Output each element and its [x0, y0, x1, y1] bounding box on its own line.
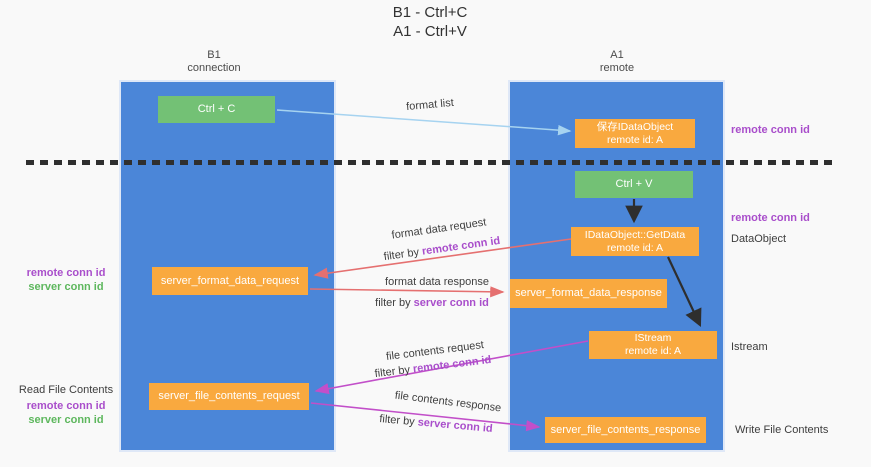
file-contents-response-label: file contents response	[394, 389, 502, 415]
diagram-title: B1 - Ctrl+C A1 - Ctrl+V	[300, 3, 560, 41]
node-server-file-contents-response: server_file_contents_response	[545, 417, 706, 443]
right-istream-label: Istream	[731, 341, 768, 353]
right-dataobject-label: DataObject	[731, 233, 787, 245]
node-istream-line2: remote id: A	[624, 345, 682, 357]
filter-by-text: filter by	[378, 413, 419, 429]
file-contents-response-filter-label: filter by server conn id	[366, 412, 507, 436]
right-remote-conn-id-top: remote conn id	[731, 124, 810, 136]
node-idataobject-getdata-line2: remote id: A	[606, 241, 664, 254]
node-server-format-data-request-label: server_format_data_request	[160, 274, 300, 287]
node-server-file-contents-request-label: server_file_contents_request	[158, 390, 300, 402]
filter-by-text: filter by	[383, 245, 423, 264]
right-write-file-contents-label: Write File Contents	[735, 424, 829, 436]
filter-key-server-conn-id: server conn id	[417, 416, 494, 435]
node-idataobject-getdata-line1: IDataObject::GetData	[584, 228, 686, 241]
lane-header-b1: B1 connection	[154, 49, 274, 75]
title-line-1: B1 - Ctrl+C	[392, 4, 468, 21]
left-remote-conn-id-bottom: remote conn id	[26, 400, 106, 412]
node-ctrl-c-label: Ctrl + C	[197, 103, 236, 115]
node-server-file-contents-response-label: server_file_contents_response	[550, 423, 701, 436]
right-remote-conn-id-mid: remote conn id	[731, 212, 810, 224]
clipboard-boundary-dashed-line	[26, 160, 838, 165]
node-server-format-data-response: server_format_data_response	[510, 279, 667, 308]
lane-a1-role: remote	[599, 62, 635, 74]
lane-b1-name: B1	[207, 49, 221, 61]
node-ctrl-c: Ctrl + C	[158, 96, 275, 123]
node-istream-line1: IStream	[634, 332, 672, 344]
left-read-file-contents-label: Read File Contents	[18, 384, 114, 396]
left-remote-conn-id-mid: remote conn id	[26, 267, 106, 279]
node-istream: IStream remote id: A	[589, 331, 717, 359]
node-server-format-data-response-label: server_format_data_response	[515, 287, 662, 299]
filter-key-remote-conn-id: remote conn id	[421, 234, 501, 258]
node-ctrl-v: Ctrl + V	[575, 171, 693, 198]
lane-b1-role: connection	[187, 62, 241, 74]
lane-a1-name: A1	[610, 49, 624, 61]
filter-key-server-conn-id: server conn id	[413, 297, 489, 309]
format-data-response-label: format data response	[385, 276, 489, 288]
lane-header-a1: A1 remote	[557, 49, 677, 75]
left-server-conn-id-mid: server conn id	[28, 281, 104, 293]
node-server-file-contents-request: server_file_contents_request	[149, 383, 309, 410]
node-server-format-data-request: server_format_data_request	[152, 267, 308, 295]
filter-by-text: filter by	[374, 363, 414, 381]
left-server-conn-id-bottom: server conn id	[28, 414, 104, 426]
node-save-idataobject: 保存IDataObject remote id: A	[575, 119, 695, 148]
node-ctrl-v-label: Ctrl + V	[615, 178, 653, 190]
node-save-idataobject-line1: 保存IDataObject	[596, 120, 674, 133]
format-list-label: format list	[405, 96, 455, 114]
filter-by-text: filter by	[375, 297, 414, 309]
format-data-response-arrow	[309, 286, 505, 298]
node-save-idataobject-line2: remote id: A	[606, 133, 664, 146]
node-idataobject-getdata: IDataObject::GetData remote id: A	[571, 227, 699, 256]
format-data-response-filter-label: filter by server conn id	[362, 297, 502, 309]
title-line-2: A1 - Ctrl+V	[393, 23, 467, 40]
